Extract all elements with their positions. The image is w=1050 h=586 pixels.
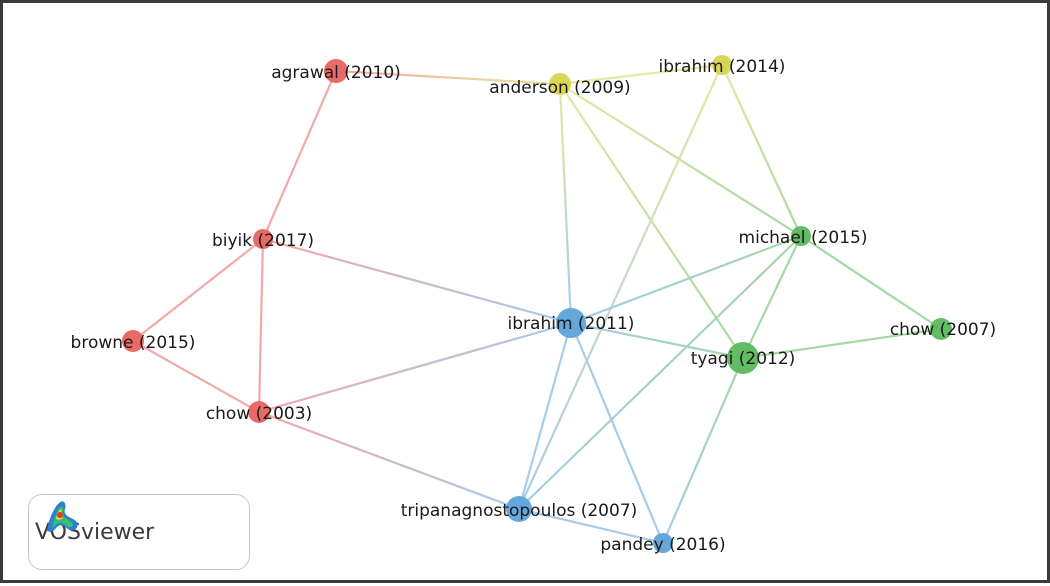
edge-ibrahim2014-michael2015[interactable] [721, 64, 802, 237]
edge-tripanagnostopoulos2007-pandey2016[interactable] [518, 507, 664, 545]
edge-tyagi2012-pandey2016[interactable] [661, 357, 745, 544]
edge-anderson2009-ibrahim2014[interactable] [559, 63, 723, 86]
network-map[interactable]: agrawal (2010) anderson (2009) ibrahim (20… [3, 3, 1050, 586]
edge-layer [132, 63, 942, 545]
edge-ibrahim2011-tyagi2012[interactable] [570, 321, 744, 360]
edge-michael2015-ibrahim2011[interactable] [570, 234, 802, 325]
node-label-anderson2009[interactable]: anderson (2009) [489, 78, 630, 98]
node-agrawal2010[interactable] [324, 59, 348, 83]
edge-biyik2017-chow2003[interactable] [257, 238, 265, 413]
edge-ibrahim2011-tripanagnostopoulos2007[interactable] [517, 322, 573, 510]
vosviewer-logo-icon [47, 501, 78, 532]
node-label-ibrahim2011[interactable]: ibrahim (2011) [508, 314, 635, 334]
edge-agrawal2010-anderson2009[interactable] [335, 69, 561, 86]
node-label-agrawal2010[interactable]: agrawal (2010) [271, 63, 401, 83]
node-label-browne2015[interactable]: browne (2015) [71, 333, 196, 353]
node-label-chow2007[interactable]: chow (2007) [890, 320, 996, 340]
node-layer [122, 55, 952, 553]
node-michael2015[interactable] [791, 226, 811, 246]
node-ibrahim2014[interactable] [712, 55, 732, 75]
edge-michael2015-chow2007[interactable] [800, 235, 942, 330]
edge-michael2015-tripanagnostopoulos2007[interactable] [518, 235, 802, 510]
node-label-chow2003[interactable]: chow (2003) [206, 404, 312, 424]
node-tyagi2012[interactable] [727, 342, 759, 374]
edge-agrawal2010-biyik2017[interactable] [261, 70, 338, 240]
edge-michael2015-tyagi2012[interactable] [742, 235, 802, 359]
node-pandey2016[interactable] [653, 533, 673, 553]
edge-chow2003-ibrahim2011[interactable] [258, 321, 572, 414]
node-label-tyagi2012[interactable]: tyagi (2012) [691, 349, 796, 369]
edge-biyik2017-browne2015[interactable] [132, 238, 264, 342]
node-biyik2017[interactable] [253, 229, 273, 249]
edge-ibrahim2014-tripanagnostopoulos2007[interactable] [517, 64, 724, 510]
node-anderson2009[interactable] [549, 73, 571, 95]
node-browne2015[interactable] [122, 330, 144, 352]
node-chow2003[interactable] [248, 401, 270, 423]
edge-anderson2009-ibrahim2011[interactable] [558, 83, 573, 324]
edge-ibrahim2011-pandey2016[interactable] [569, 322, 665, 544]
edge-chow2003-tripanagnostopoulos2007[interactable] [258, 410, 520, 511]
vosviewer-badge: VOSviewer [28, 494, 250, 570]
edge-browne2015-chow2003[interactable] [132, 340, 260, 413]
edge-anderson2009-michael2015[interactable] [559, 83, 802, 237]
node-tripanagnostopoulos2007[interactable] [506, 496, 532, 522]
node-label-biyik2017[interactable]: biyik (2017) [212, 231, 314, 251]
edge-chow2007-tyagi2012[interactable] [742, 327, 942, 360]
node-label-michael2015[interactable]: michael (2015) [739, 228, 868, 248]
node-ibrahim2011[interactable] [556, 308, 586, 338]
node-label-pandey2016[interactable]: pandey (2016) [600, 535, 725, 555]
node-label-tripanagnostopoulos2007[interactable]: tripanagnostopoulos (2007) [401, 501, 638, 521]
edge-biyik2017-ibrahim2011[interactable] [262, 237, 572, 325]
label-layer: agrawal (2010) anderson (2009) ibrahim (20… [71, 57, 997, 555]
node-label-ibrahim2014[interactable]: ibrahim (2014) [659, 57, 786, 77]
node-chow2007[interactable] [930, 318, 952, 340]
